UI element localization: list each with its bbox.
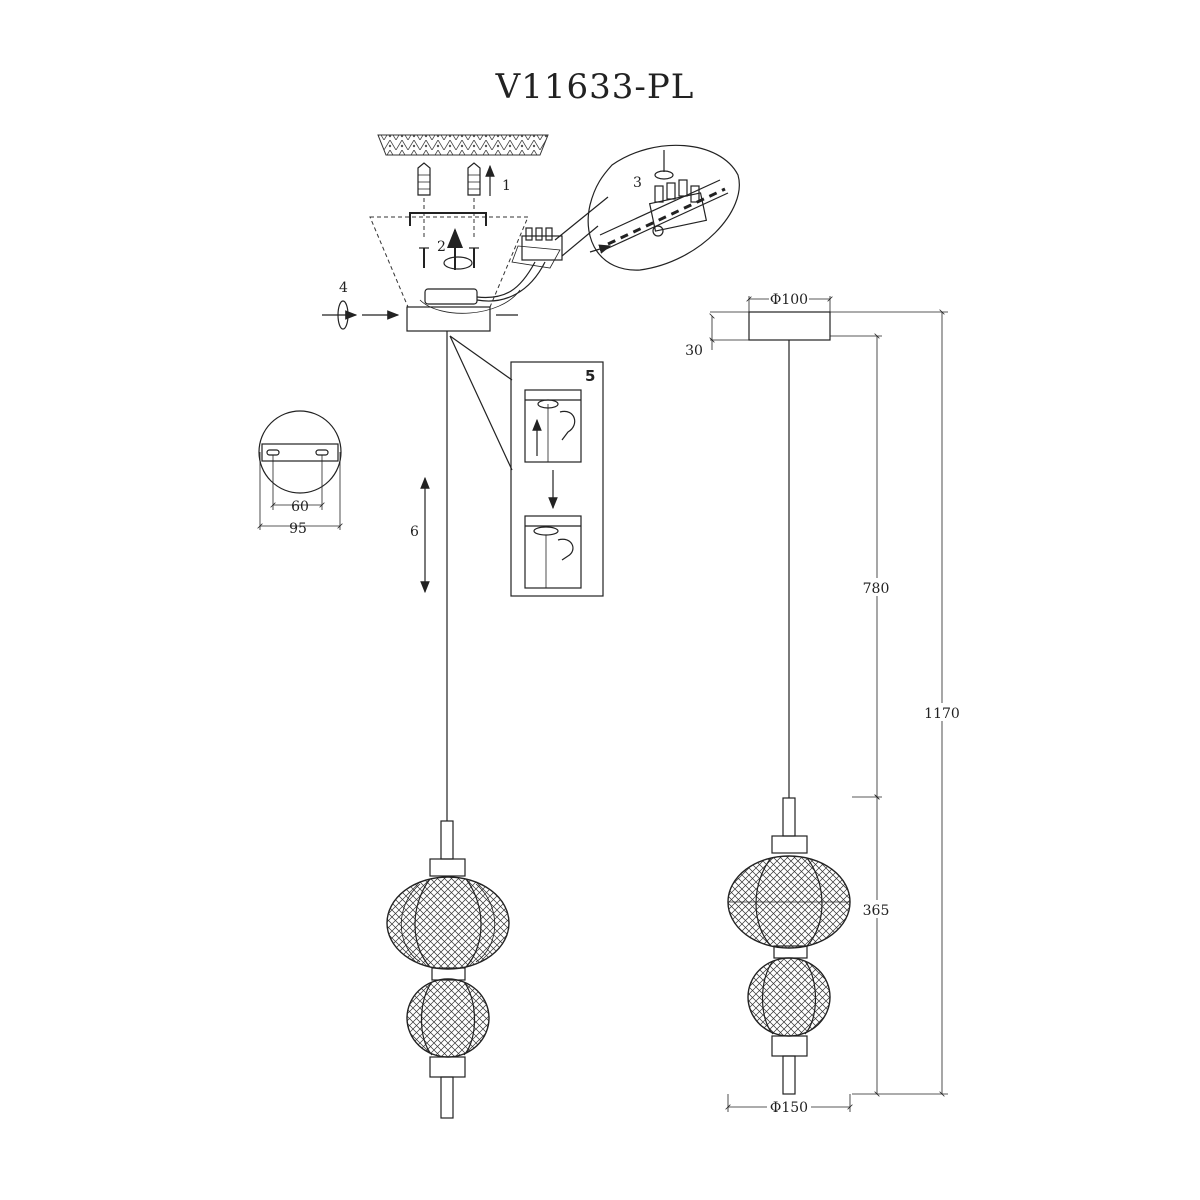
screw-left [419, 247, 429, 268]
pendant-fixture-right [727, 797, 851, 1095]
mounting-outline [369, 216, 529, 308]
step-4-label: 4 [339, 280, 348, 296]
led-driver [424, 288, 478, 305]
step-2-label: 2 [437, 239, 446, 255]
canopy [406, 306, 491, 332]
mounting-plate-detail: 60 95 [257, 410, 343, 537]
shade-diameter-label: Φ150 [770, 1100, 808, 1116]
terminal-block-small [511, 227, 563, 269]
model-title: V11633-PL [495, 67, 695, 107]
installation-diagram: 1 2 [257, 134, 740, 1119]
hole-spacing-label: 60 [291, 499, 309, 515]
cable-length-label: 780 [863, 581, 890, 597]
cable-adjust-detail: 5 [510, 361, 604, 597]
dimension-drawing: Φ100 30 780 [685, 292, 962, 1116]
wiring-detail-bubble [587, 144, 740, 271]
plate-diameter-label: 95 [289, 521, 307, 537]
shade-height-label: 365 [863, 903, 890, 919]
wall-anchor-left [417, 162, 431, 196]
step-6-label: 6 [410, 524, 419, 540]
step-3-label: 3 [633, 175, 642, 191]
rotate-icon [443, 256, 473, 270]
screw-right [469, 247, 479, 268]
rotate-icon-step4 [337, 300, 349, 330]
step-5-label: 5 [585, 367, 595, 385]
ceiling-hatch [377, 134, 549, 156]
mounting-bracket [409, 212, 487, 226]
pendant-fixture-left [386, 820, 510, 1119]
wall-anchor-right [467, 162, 481, 196]
step-1-label: 1 [502, 178, 511, 194]
total-height-label: 1170 [924, 706, 960, 722]
canopy-diameter-label: Φ100 [770, 292, 808, 308]
canopy-side [748, 311, 831, 341]
canopy-height-label: 30 [685, 343, 703, 359]
